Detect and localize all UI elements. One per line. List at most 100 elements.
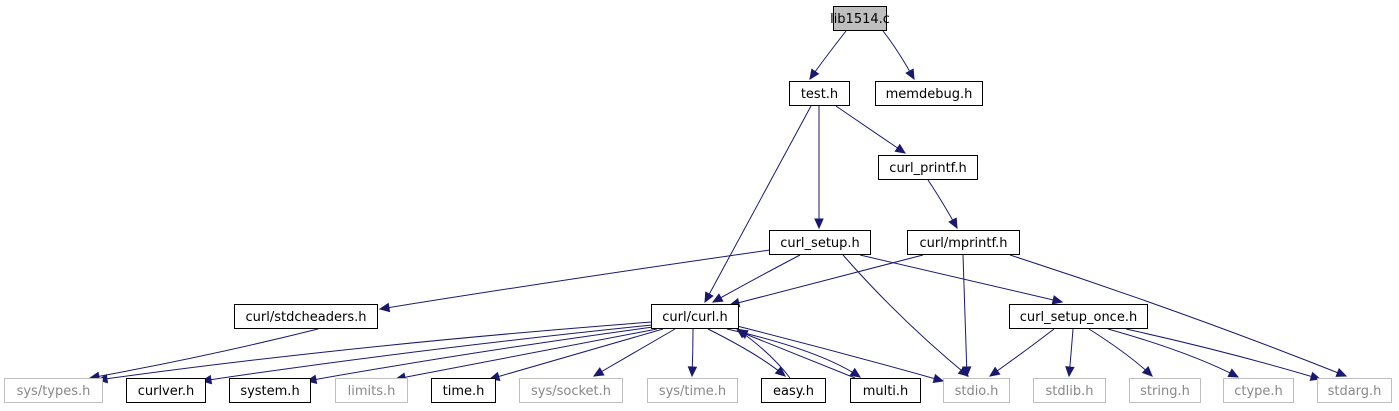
edge-curl_setup-to-stdio xyxy=(842,254,969,377)
node-box xyxy=(647,378,738,403)
edge-mprintf-to-stdio xyxy=(961,254,972,378)
node-easy[interactable]: easy.h xyxy=(761,378,826,403)
node-curl_printf[interactable]: curl_printf.h xyxy=(878,155,978,180)
edge-arrowhead xyxy=(905,68,915,81)
edge-line xyxy=(835,105,906,154)
node-box xyxy=(833,6,887,31)
node-stdio: stdio.h xyxy=(943,378,1010,403)
node-label: easy.h xyxy=(773,384,814,399)
node-box xyxy=(1009,304,1148,329)
edge-line xyxy=(97,321,653,381)
node-label: curlver.h xyxy=(138,384,195,399)
edge-test-to-curl_printf xyxy=(835,105,907,154)
edge-arrowhead xyxy=(961,366,972,378)
node-label: sys/time.h xyxy=(659,384,726,399)
node-label: ctype.h xyxy=(1234,384,1283,399)
edge-curl-to-systime xyxy=(687,328,698,378)
node-setup_once[interactable]: curl_setup_once.h xyxy=(1009,304,1148,329)
edge-arrowhead xyxy=(894,143,907,154)
node-box xyxy=(875,81,983,106)
node-stdlib: stdlib.h xyxy=(1033,378,1106,403)
node-box xyxy=(4,378,103,403)
edge-arrowhead xyxy=(736,330,749,339)
edge-line xyxy=(593,328,676,377)
edge-curl-to-limits xyxy=(394,328,658,382)
edge-line xyxy=(989,328,1055,377)
edge-line xyxy=(704,105,812,303)
edge-arrowhead xyxy=(809,68,820,81)
node-label: curl/mprintf.h xyxy=(920,236,1008,251)
node-box xyxy=(335,378,408,403)
node-lib1514[interactable]: lib1514.c xyxy=(830,6,890,31)
edge-arrowhead xyxy=(814,218,824,230)
edge-arrowhead xyxy=(687,366,698,378)
edge-curl_setup-to-setup_once xyxy=(859,254,1064,305)
node-string: string.h xyxy=(1129,378,1201,403)
edge-line xyxy=(395,328,658,380)
edge-line xyxy=(306,326,654,382)
node-multi[interactable]: multi.h xyxy=(850,378,921,403)
node-limits: limits.h xyxy=(335,378,408,403)
node-label: stdarg.h xyxy=(1328,384,1382,399)
edge-test-to-curl_setup xyxy=(814,105,824,230)
edge-line xyxy=(379,249,771,310)
edge-curl-to-systypes xyxy=(96,321,653,384)
node-box xyxy=(769,230,871,255)
node-systime: sys/time.h xyxy=(647,378,738,403)
edge-curl-to-stdio xyxy=(736,325,945,384)
edge-arrowhead xyxy=(948,217,958,230)
node-time[interactable]: time.h xyxy=(431,378,496,403)
edge-curl-to-curlver xyxy=(200,324,653,385)
edge-arrowhead xyxy=(774,366,786,377)
node-stdcheaders[interactable]: curl/stdcheaders.h xyxy=(234,304,378,329)
edge-arrowhead xyxy=(1335,368,1348,377)
edge-arrowhead xyxy=(378,302,391,313)
node-memdebug[interactable]: memdebug.h xyxy=(875,81,983,106)
node-label: multi.h xyxy=(863,384,909,399)
node-test[interactable]: test.h xyxy=(789,81,850,106)
node-systypes: sys/types.h xyxy=(4,378,103,403)
edge-line xyxy=(737,330,856,379)
node-ctype: ctype.h xyxy=(1223,378,1294,403)
edge-arrowhead xyxy=(704,291,714,304)
edge-arrowhead xyxy=(988,366,1001,377)
edge-line xyxy=(859,254,1063,303)
node-label: system.h xyxy=(240,384,299,399)
edge-curl_printf-to-mprintf xyxy=(927,179,958,230)
edge-arrowhead xyxy=(932,373,945,384)
edge-arrowhead xyxy=(711,293,724,303)
edge-setup_once-to-stdlib xyxy=(1065,328,1075,378)
node-box xyxy=(1033,378,1106,403)
node-box xyxy=(850,378,921,403)
node-system[interactable]: system.h xyxy=(229,378,311,403)
node-box xyxy=(907,230,1020,255)
edge-lib1514-to-memdebug xyxy=(882,30,915,81)
edge-curl-to-easy xyxy=(707,328,786,377)
node-label: stdlib.h xyxy=(1046,384,1094,399)
node-curl[interactable]: curl/curl.h xyxy=(651,304,739,329)
edge-curl-to-time xyxy=(488,328,664,381)
node-label: test.h xyxy=(801,87,838,102)
edge-line xyxy=(489,328,664,380)
edge-test-to-curl xyxy=(704,105,812,304)
edge-line xyxy=(89,328,319,379)
node-curl_setup[interactable]: curl_setup.h xyxy=(769,230,871,255)
edge-line xyxy=(201,324,653,382)
edge-lib1514-to-test xyxy=(809,30,847,81)
node-curlver[interactable]: curlver.h xyxy=(126,378,206,403)
edge-stdcheaders-to-systypes xyxy=(88,328,319,381)
node-label: time.h xyxy=(443,384,485,399)
edge-arrowhead xyxy=(849,367,862,378)
edge-line xyxy=(1088,328,1153,377)
node-label: curl_printf.h xyxy=(889,161,966,176)
edge-line xyxy=(1009,254,1347,377)
node-box xyxy=(1317,378,1392,403)
edge-line xyxy=(842,254,969,377)
node-mprintf[interactable]: curl/mprintf.h xyxy=(907,230,1020,255)
node-box xyxy=(943,378,1010,403)
edge-arrowhead xyxy=(1051,295,1064,305)
node-syssocket: sys/socket.h xyxy=(519,378,623,403)
edge-arrowhead xyxy=(1227,368,1240,378)
node-label: curl_setup_once.h xyxy=(1020,310,1137,325)
